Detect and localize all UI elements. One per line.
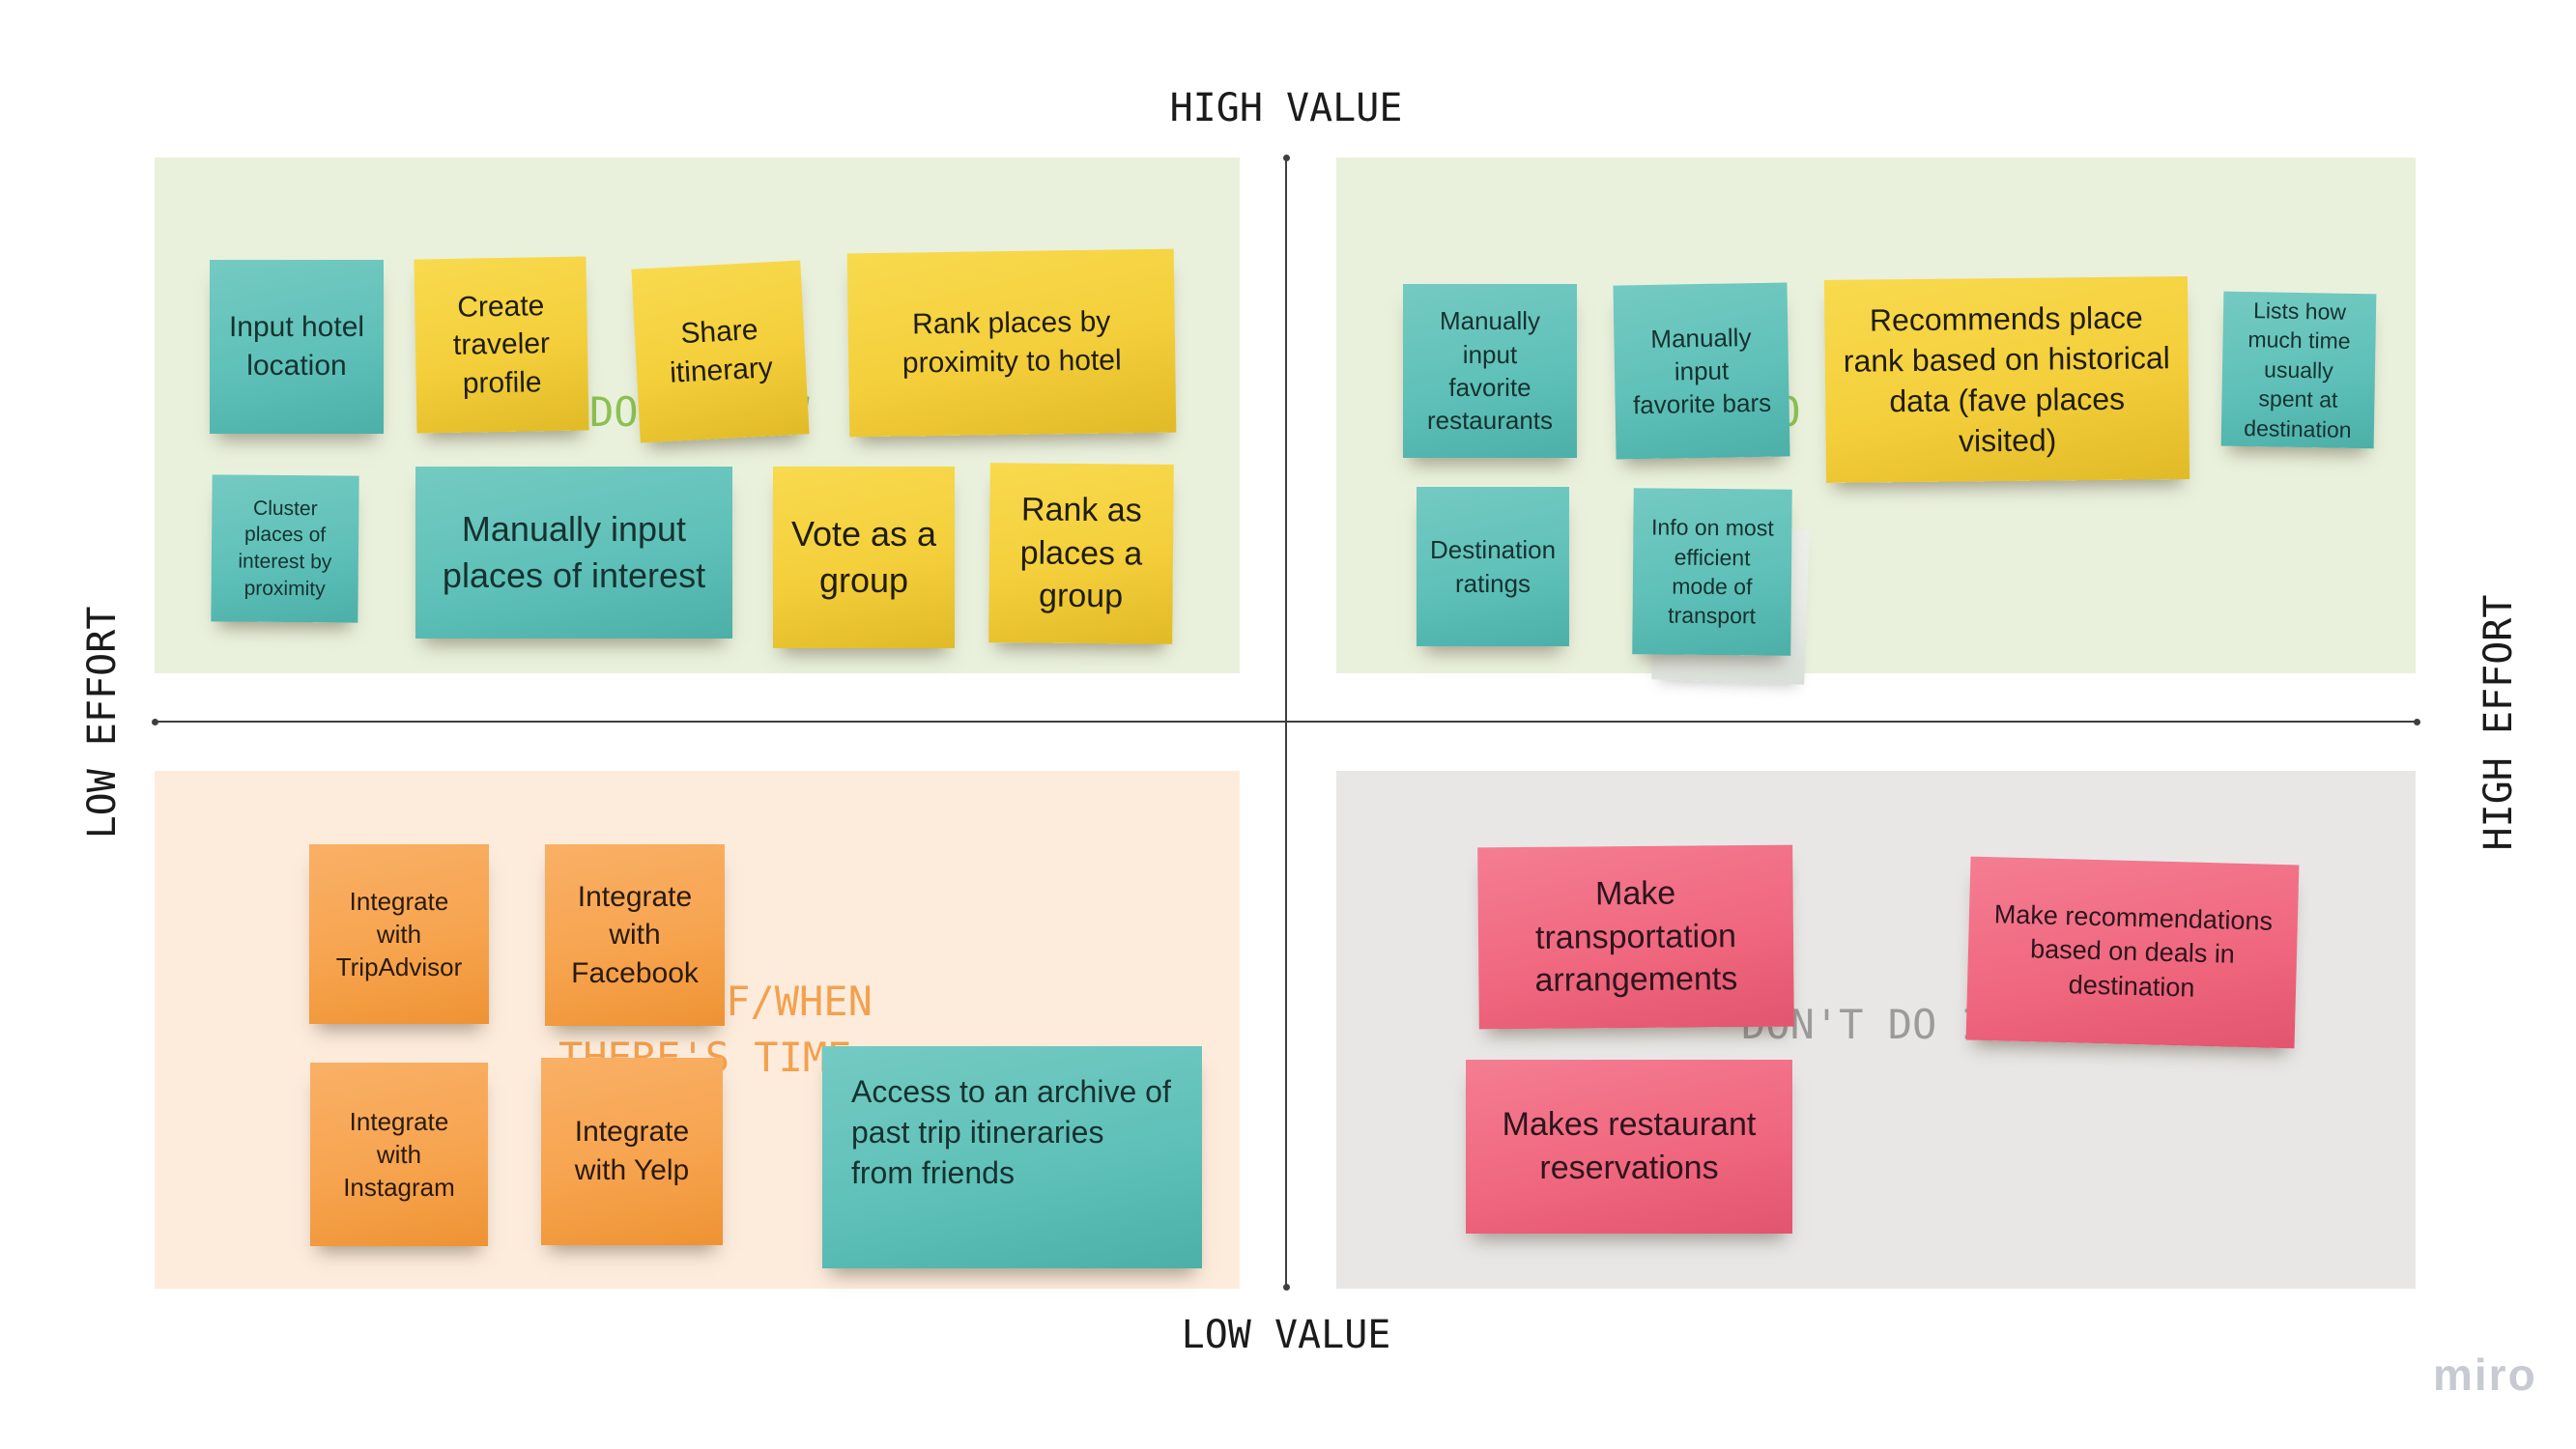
sticky-note-input-hotel-location[interactable]: Input hotel location — [210, 260, 384, 434]
miro-logo: miro — [2433, 1350, 2537, 1400]
sticky-note-text: Vote as a group — [790, 514, 937, 600]
sticky-note-integrate-yelp[interactable]: Integrate with Yelp — [541, 1058, 723, 1245]
sticky-note-cluster-places-of-interest[interactable]: Cluster places of interest by proximity — [211, 474, 359, 623]
sticky-note-text: Make transportation arrangements — [1534, 874, 1738, 1000]
axis-label-high-effort: HIGH EFFORT — [2476, 594, 2521, 851]
value-axis-top-tip — [1283, 155, 1290, 161]
sticky-note-integrate-tripadvisor[interactable]: Integrate with TripAdvisor — [309, 844, 489, 1024]
sticky-note-access-archive[interactable]: Access to an archive of past trip itiner… — [822, 1046, 1202, 1268]
sticky-note-info-efficient-transport[interactable]: Info on most efficient mode of transport — [1632, 488, 1792, 656]
sticky-note-manually-input-bars[interactable]: Manually input favorite bars — [1613, 282, 1790, 460]
sticky-note-text: Makes restaurant reservations — [1502, 1106, 1757, 1186]
sticky-note-integrate-facebook[interactable]: Integrate with Facebook — [545, 844, 725, 1026]
effort-axis-left-tip — [152, 719, 158, 725]
sticky-note-text: Rank places by proximity to hotel — [902, 305, 1122, 380]
sticky-note-integrate-instagram[interactable]: Integrate with Instagram — [310, 1063, 488, 1246]
sticky-note-text: Create traveler profile — [452, 289, 551, 400]
value-axis-bottom-tip — [1283, 1284, 1290, 1291]
axis-label-low-value: LOW VALUE — [1181, 1313, 1391, 1357]
sticky-note-text: Share itinerary — [669, 314, 774, 389]
sticky-note-create-traveler-profile[interactable]: Create traveler profile — [414, 256, 589, 434]
sticky-note-text: Integrate with Yelp — [574, 1116, 690, 1186]
sticky-note-text: Recommends place rank based on historica… — [1843, 299, 2170, 459]
value-axis-line — [1285, 157, 1287, 1288]
sticky-note-text: Manually input favorite restaurants — [1426, 306, 1554, 436]
sticky-note-text: Input hotel location — [228, 311, 365, 382]
sticky-note-manually-input-restaurants[interactable]: Manually input favorite restaurants — [1403, 284, 1577, 458]
sticky-note-text: Lists how much time usually spent at des… — [2244, 298, 2352, 442]
sticky-note-text: Make recommendations based on deals in d… — [1993, 898, 2274, 1003]
sticky-note-text: Rank as places a group — [1019, 491, 1143, 615]
sticky-note-vote-as-a-group[interactable]: Vote as a group — [773, 467, 955, 648]
sticky-note-text: Manually input places of interest — [442, 509, 706, 595]
sticky-note-lists-how-much-time[interactable]: Lists how much time usually spent at des… — [2220, 291, 2377, 449]
sticky-note-share-itinerary[interactable]: Share itinerary — [631, 260, 810, 443]
sticky-note-destination-ratings[interactable]: Destination ratings — [1417, 487, 1569, 646]
sticky-note-manually-input-places[interactable]: Manually input places of interest — [415, 467, 732, 639]
sticky-note-text: Integrate with Instagram — [343, 1106, 455, 1203]
sticky-note-text: Access to an archive of past trip itiner… — [851, 1074, 1171, 1191]
sticky-note-rank-as-places-a-group[interactable]: Rank as places a group — [988, 463, 1174, 644]
sticky-note-rank-places-by-proximity[interactable]: Rank places by proximity to hotel — [846, 248, 1177, 438]
sticky-note-recommends-place-rank[interactable]: Recommends place rank based on historica… — [1823, 276, 2190, 483]
sticky-note-text: Integrate with Facebook — [571, 880, 699, 989]
sticky-note-make-transportation[interactable]: Make transportation arrangements — [1477, 844, 1794, 1030]
sticky-note-text: Info on most efficient mode of transport — [1650, 514, 1774, 629]
effort-axis-right-tip — [2414, 719, 2420, 725]
sticky-note-makes-restaurant-reservations[interactable]: Makes restaurant reservations — [1466, 1060, 1792, 1234]
sticky-note-text: Manually input favorite bars — [1632, 322, 1772, 420]
sticky-note-text: Integrate with TripAdvisor — [335, 886, 463, 982]
sticky-note-make-recommendations-deals[interactable]: Make recommendations based on deals in d… — [1965, 856, 2300, 1049]
axis-label-high-value: HIGH VALUE — [1169, 86, 1403, 130]
sticky-note-text: Destination ratings — [1429, 535, 1557, 598]
sticky-note-text: Cluster places of interest by proximity — [238, 497, 332, 601]
axis-label-low-effort: LOW EFFORT — [80, 606, 125, 839]
